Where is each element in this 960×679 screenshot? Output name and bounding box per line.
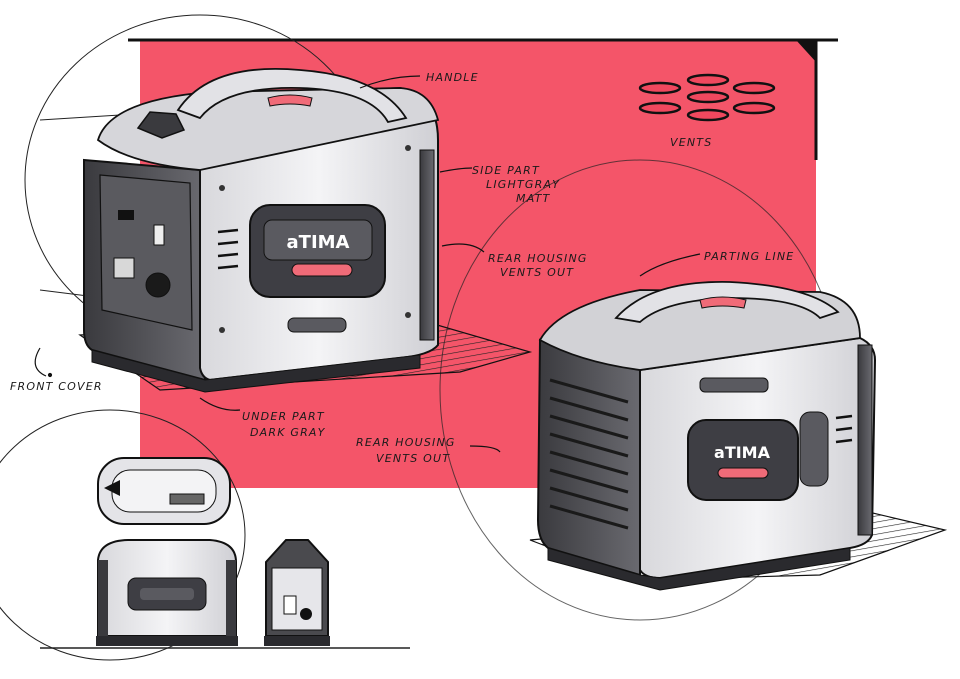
label-rear-housing-2: VENTS OUT <box>500 266 574 279</box>
label-under-part-1: UNDER PART <box>242 410 325 423</box>
rear-logo: aTIMA <box>714 443 771 462</box>
side-view <box>264 539 330 646</box>
label-rear-housing-b2: VENTS OUT <box>376 452 450 465</box>
annotations: HANDLE VENTS SIDE PART LIGHTGRAY MATT RE… <box>10 71 794 465</box>
rear-generator: aTIMA <box>536 281 877 591</box>
label-vents: VENTS <box>670 136 712 149</box>
label-under-part-2: DARK GRAY <box>250 426 326 439</box>
front-logo: aTIMA <box>287 232 350 253</box>
label-rear-housing-b1: REAR HOUSING <box>356 436 456 449</box>
leader-lines <box>34 75 701 453</box>
label-side-part-3: MATT <box>516 192 551 205</box>
front-generator: aTIMA <box>83 67 440 393</box>
label-front-cover: FRONT COVER <box>10 380 103 393</box>
vents-detail <box>638 73 776 122</box>
label-handle: HANDLE <box>426 71 479 84</box>
label-rear-housing-1: REAR HOUSING <box>488 252 588 265</box>
front-view <box>96 539 238 646</box>
label-side-part-2: LIGHTGRAY <box>486 178 560 191</box>
label-parting-line: PARTING LINE <box>704 250 794 263</box>
top-view <box>97 457 231 525</box>
label-side-part-1: SIDE PART <box>472 164 540 177</box>
